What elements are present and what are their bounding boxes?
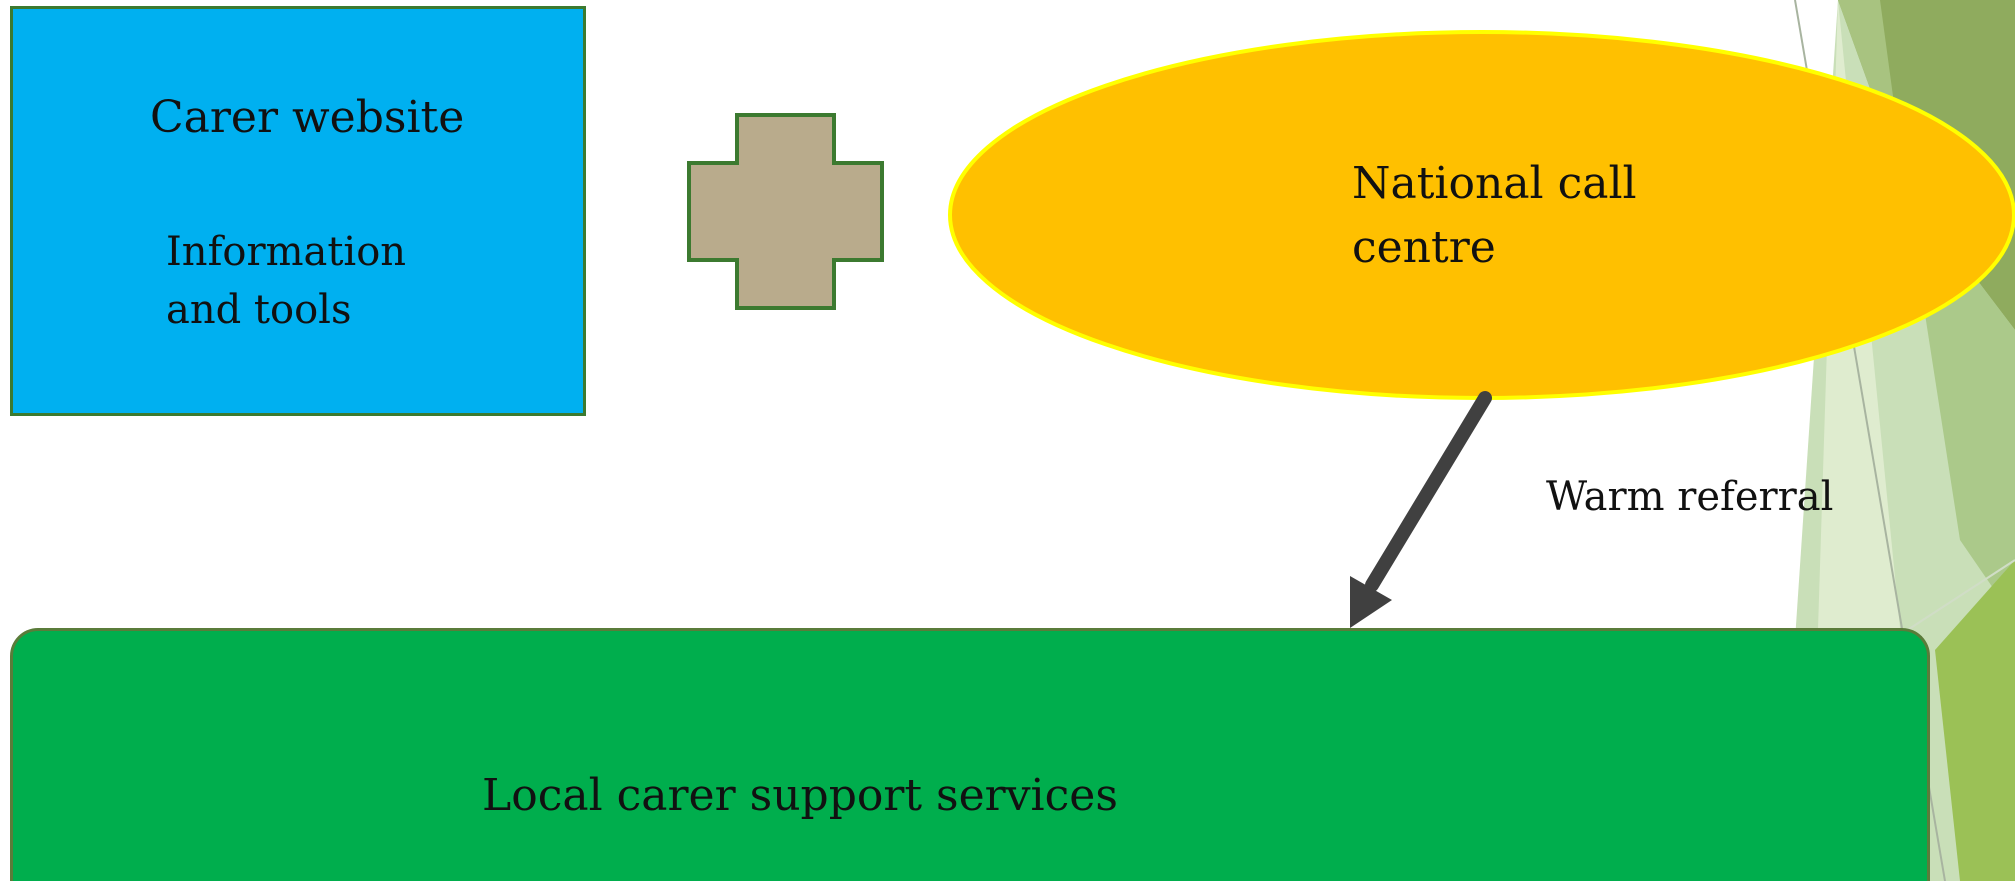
- carer-website-box: [10, 6, 586, 416]
- national-call-centre-line1: National call: [1352, 158, 1637, 209]
- referral-arrow-head: [1350, 576, 1392, 628]
- referral-arrow-shaft: [1365, 391, 1492, 592]
- local-services-box: [10, 628, 1930, 881]
- facet-bright-bottom: [1935, 560, 2015, 881]
- carer-website-body-line1: Information: [166, 229, 407, 275]
- national-call-centre-line2: centre: [1352, 222, 1496, 273]
- carer-website-title: Carer website: [150, 92, 465, 143]
- national-call-centre-ellipse: [948, 30, 2015, 400]
- carer-website-body-line2: and tools: [166, 287, 352, 333]
- warm-referral-label: Warm referral: [1546, 474, 1834, 520]
- plus-icon: [687, 113, 884, 310]
- local-services-label: Local carer support services: [482, 770, 1118, 821]
